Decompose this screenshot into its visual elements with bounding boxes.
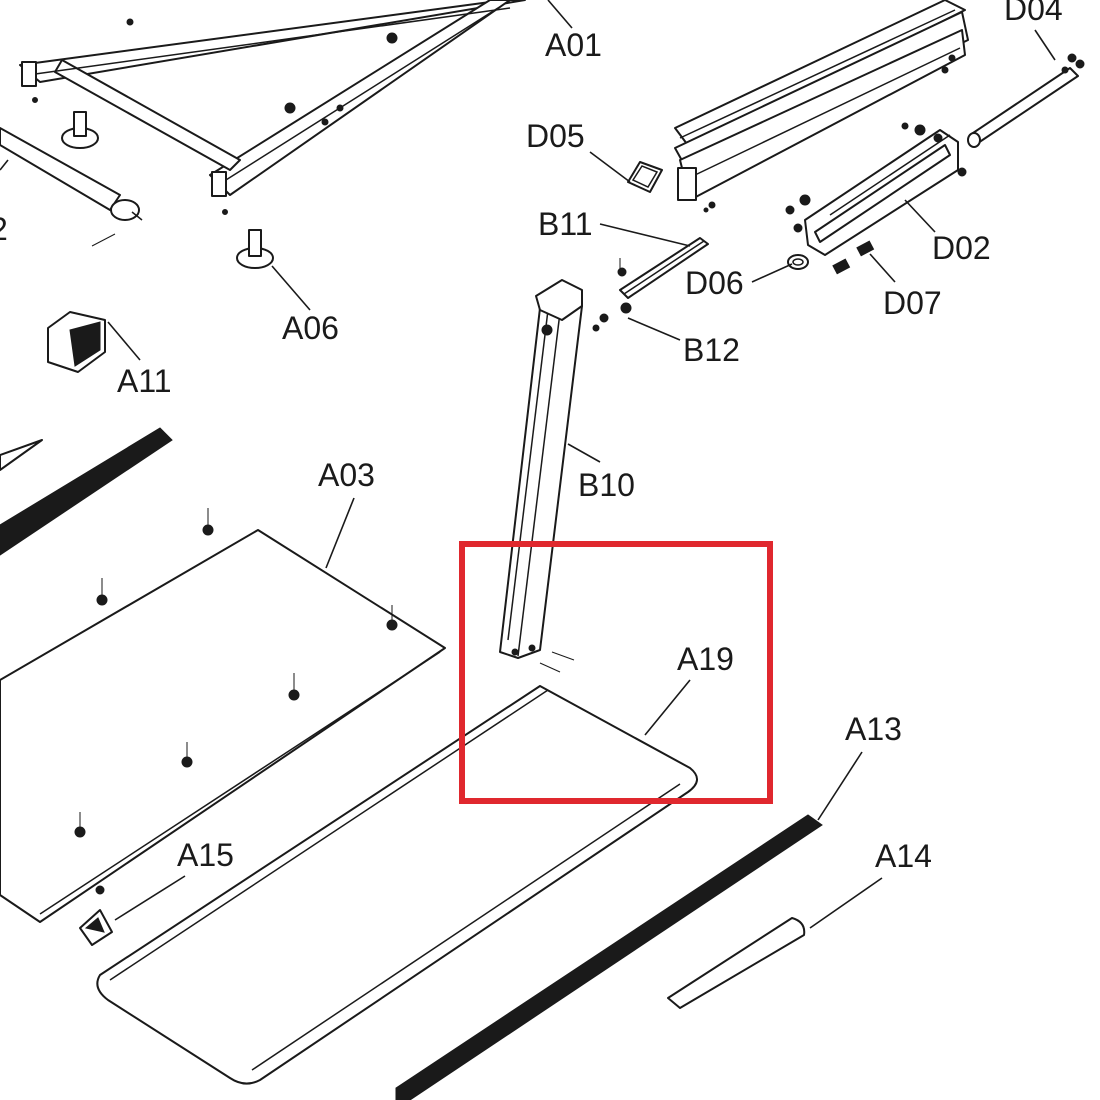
label-a13: A13 bbox=[845, 711, 902, 747]
part-a19-deck bbox=[96, 651, 698, 1085]
leader-b11 bbox=[599, 223, 691, 247]
part-a03-board bbox=[0, 508, 446, 923]
label-a01: A01 bbox=[545, 27, 602, 63]
label-d04: D04 bbox=[1004, 0, 1063, 27]
part-a02-roller bbox=[0, 127, 143, 247]
part-d04-shaft bbox=[967, 53, 1085, 148]
label-edge-cut: 2 bbox=[0, 211, 8, 247]
part-labels: A01 A06 A11 A03 A19 A13 A14 A15 B10 B11 … bbox=[0, 0, 1063, 874]
label-d02: D02 bbox=[932, 230, 991, 266]
leader-a01 bbox=[547, 0, 573, 29]
leader-d05 bbox=[589, 151, 631, 183]
leader-a15 bbox=[114, 875, 186, 921]
part-d-rail-assembly bbox=[674, 0, 969, 213]
label-b10: B10 bbox=[578, 467, 635, 503]
leader-a03 bbox=[325, 497, 355, 569]
part-b10-upright bbox=[499, 279, 583, 659]
part-a01-frame bbox=[19, 0, 526, 215]
leader-a13 bbox=[817, 751, 863, 821]
leader-a14 bbox=[809, 877, 883, 929]
leader-a11 bbox=[107, 321, 141, 361]
leader-d06 bbox=[751, 263, 793, 283]
label-a14: A14 bbox=[875, 838, 932, 874]
part-a06-feet bbox=[61, 111, 274, 269]
part-b12-hardware bbox=[592, 302, 632, 332]
label-d07: D07 bbox=[883, 285, 942, 321]
leader-a19 bbox=[644, 679, 691, 736]
label-a03: A03 bbox=[318, 457, 375, 493]
part-a13-belt-strip bbox=[395, 814, 823, 1100]
leader-b12 bbox=[627, 317, 681, 341]
highlight-box-a19 bbox=[459, 541, 773, 804]
leader-lines bbox=[107, 0, 1056, 929]
leader-d02 bbox=[904, 199, 936, 233]
label-d05: D05 bbox=[526, 118, 585, 154]
label-a19: A19 bbox=[677, 641, 734, 677]
label-d06: D06 bbox=[685, 265, 744, 301]
part-a14-trim bbox=[667, 917, 806, 1009]
label-a06: A06 bbox=[282, 310, 339, 346]
part-a15-bracket bbox=[79, 885, 113, 946]
part-a11-block bbox=[47, 311, 106, 373]
leader-d04 bbox=[1034, 29, 1056, 61]
leader-b10 bbox=[567, 443, 601, 463]
label-b12: B12 bbox=[683, 332, 740, 368]
leader-a06 bbox=[271, 265, 311, 311]
part-d05-plate bbox=[627, 161, 663, 193]
part-d07-clips bbox=[832, 240, 875, 275]
part-belt-strip-left bbox=[0, 427, 173, 556]
part-d06-ring bbox=[787, 254, 809, 270]
label-a15: A15 bbox=[177, 837, 234, 873]
leader-d07 bbox=[869, 253, 896, 283]
label-a11: A11 bbox=[117, 363, 172, 399]
label-b11: B11 bbox=[538, 206, 593, 242]
part-b11-bar bbox=[617, 237, 709, 299]
part-d02-block bbox=[785, 122, 967, 256]
